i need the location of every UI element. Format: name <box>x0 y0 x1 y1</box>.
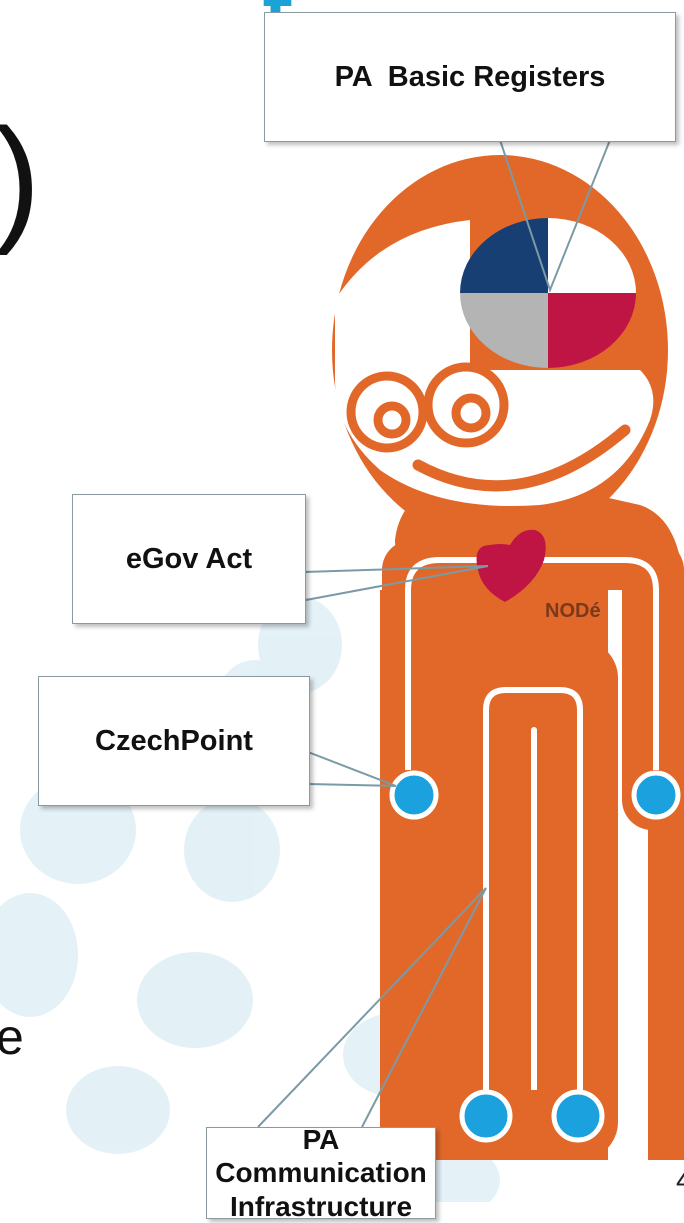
callout-egov-act: eGov Act <box>72 494 306 624</box>
foot-right-icon <box>551 1089 605 1143</box>
mascot-eyes <box>346 362 509 453</box>
callout-basic-registers: PA Basic Registers <box>264 12 676 142</box>
pointer-egov <box>303 565 489 601</box>
foot-left-icon <box>459 1089 513 1143</box>
body-text-fragment: e <box>0 1009 24 1065</box>
mascot-left-arm <box>382 540 446 830</box>
body-outline-lines <box>405 545 659 1090</box>
bg-dot <box>137 952 253 1048</box>
flag-red-quarter <box>548 293 636 368</box>
hand-right-icon <box>631 770 681 820</box>
pointer-infrastructure <box>257 887 487 1128</box>
bg-dot <box>184 798 280 902</box>
heart-icon <box>476 529 546 602</box>
egov-mascot: NODé <box>332 155 684 1160</box>
callout-czechpoint: CzechPoint <box>38 676 310 806</box>
outline-left-leg <box>483 687 583 1090</box>
page-number: 4 <box>676 1166 684 1196</box>
chest-logo-text: NODé <box>545 600 601 622</box>
mascot-smile <box>412 424 631 492</box>
pointer-czech <box>307 751 397 787</box>
flag-grey-quarter <box>460 293 548 368</box>
callout-basic-registers-label: PA Basic Registers <box>334 60 606 93</box>
callout-infrastructure-line2: Infrastructure <box>229 1190 413 1222</box>
hand-left-icon <box>389 770 439 820</box>
czech-flag-brain <box>460 218 636 368</box>
callout-egov-act-label: eGov Act <box>125 542 253 575</box>
outline-left-arm <box>405 545 523 770</box>
pointer-registers <box>499 139 611 293</box>
callout-pointers <box>257 139 611 1128</box>
bg-dot <box>0 893 78 1017</box>
pupil-left <box>373 401 411 439</box>
bg-dot <box>66 1066 170 1154</box>
flag-blue-quarter <box>460 218 548 293</box>
mascot-left-leg <box>456 640 534 1160</box>
callout-communication-infrastructure: PA Communication Infrastructure <box>206 1124 436 1222</box>
paren-fragment: ) <box>0 108 41 248</box>
outline-right-arm <box>537 545 659 770</box>
callout-infrastructure-line1: PA Communication <box>215 1123 427 1189</box>
flag-white-quarter <box>548 218 636 293</box>
callout-czechpoint-label: CzechPoint <box>95 724 253 757</box>
pupil-right <box>451 393 491 433</box>
